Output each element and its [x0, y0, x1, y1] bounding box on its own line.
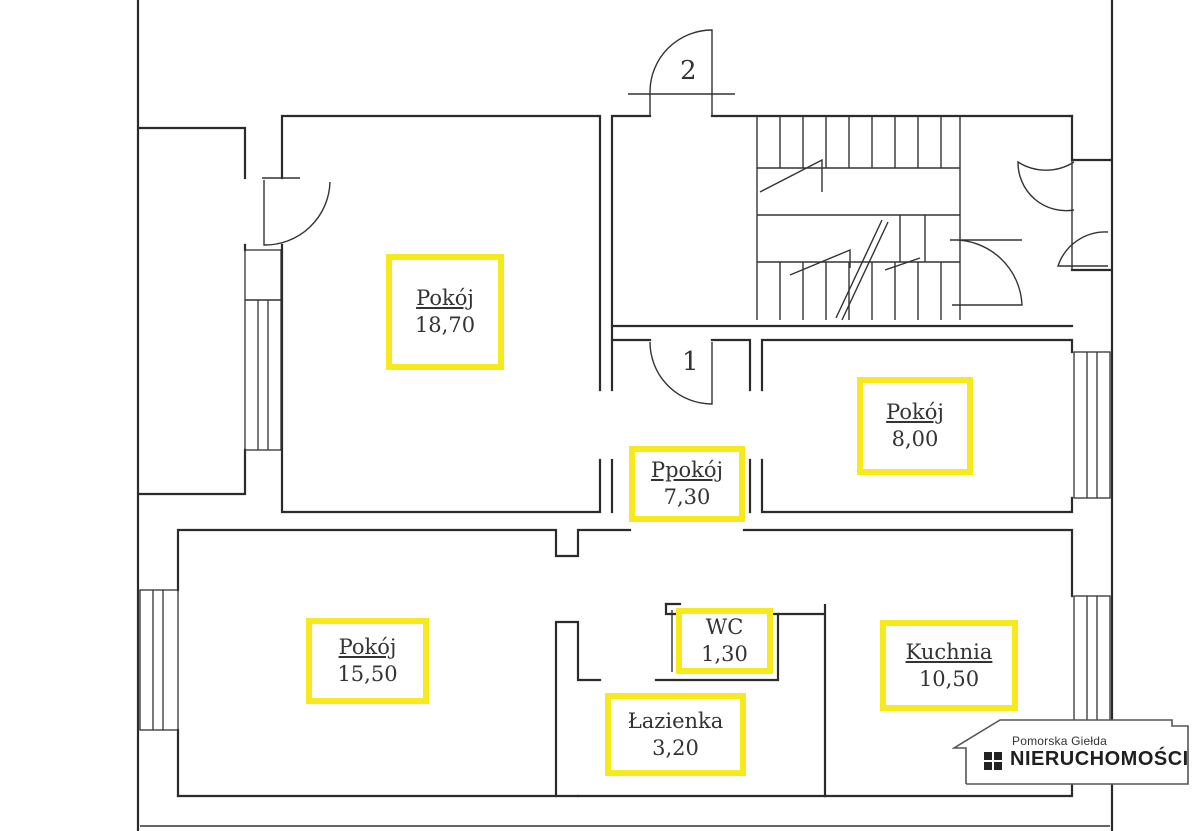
room-name: Kuchnia [905, 639, 993, 664]
room-label-przedpokoj: Ppokój 7,30 [629, 446, 745, 522]
logo-grid-icon [984, 752, 1002, 770]
room-label-wc: WC 1,30 [676, 608, 773, 674]
door-label-1: 1 [682, 347, 699, 377]
room-area: 10,50 [918, 666, 980, 691]
logo-top-text: Pomorska Giełda [1012, 734, 1108, 748]
room-name: Ppokój [650, 458, 724, 482]
agency-logo: Pomorska Giełda NIERUCHOMOŚCI [951, 718, 1192, 788]
room-name: Łazienka [627, 708, 724, 733]
room-name: Pokój [886, 400, 944, 424]
room-label-pokoj-3: Pokój 15,50 [306, 618, 429, 704]
room-name: Pokój [338, 635, 397, 659]
room-name: Pokój [416, 286, 474, 310]
room-area: 18,70 [414, 313, 476, 337]
room-name: WC [705, 615, 744, 639]
door-label-2: 2 [680, 56, 697, 86]
room-area: 15,50 [337, 662, 398, 686]
logo-main-text: NIERUCHOMOŚCI [1010, 748, 1189, 770]
room-label-lazienka: Łazienka 3,20 [605, 693, 746, 776]
room-label-pokoj-1: Pokój 18,70 [386, 254, 504, 370]
room-area: 8,00 [891, 427, 939, 451]
room-label-pokoj-2: Pokój 8,00 [857, 377, 973, 475]
room-label-kuchnia: Kuchnia 10,50 [880, 620, 1018, 711]
room-area: 1,30 [701, 642, 748, 666]
room-area: 3,20 [652, 735, 699, 760]
room-area: 7,30 [663, 485, 711, 509]
logo-house-outline [951, 719, 1189, 785]
